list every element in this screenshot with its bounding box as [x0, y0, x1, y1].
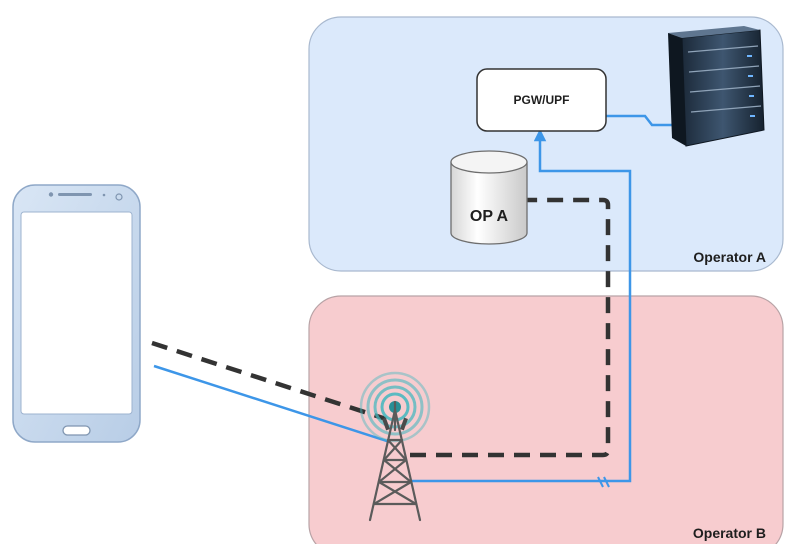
- control-plane-link-phone-tower: [151, 340, 387, 422]
- smartphone-icon: [12, 184, 141, 443]
- operator-a-background: [308, 16, 784, 272]
- database-icon: OP A: [450, 150, 528, 245]
- gateway-label: PGW/UPF: [514, 93, 570, 107]
- gateway-node: PGW/UPF: [476, 68, 607, 132]
- operator-a-label: Operator A: [693, 249, 766, 265]
- operator-a-region: Operator A: [308, 16, 784, 272]
- phone-tower-links: [151, 340, 391, 444]
- server-rack-icon: [668, 26, 765, 147]
- operator-b-label: Operator B: [693, 525, 766, 541]
- user-plane-link-gateway-server: [606, 114, 677, 127]
- user-plane-link-phone-tower: [153, 364, 391, 444]
- user-plane-link-tower-gateway: [410, 128, 632, 483]
- control-plane-link-tower-opa: [410, 197, 611, 458]
- cell-tower-icon: [359, 371, 431, 522]
- database-label: OP A: [470, 208, 509, 225]
- link-break-marker: [597, 476, 610, 488]
